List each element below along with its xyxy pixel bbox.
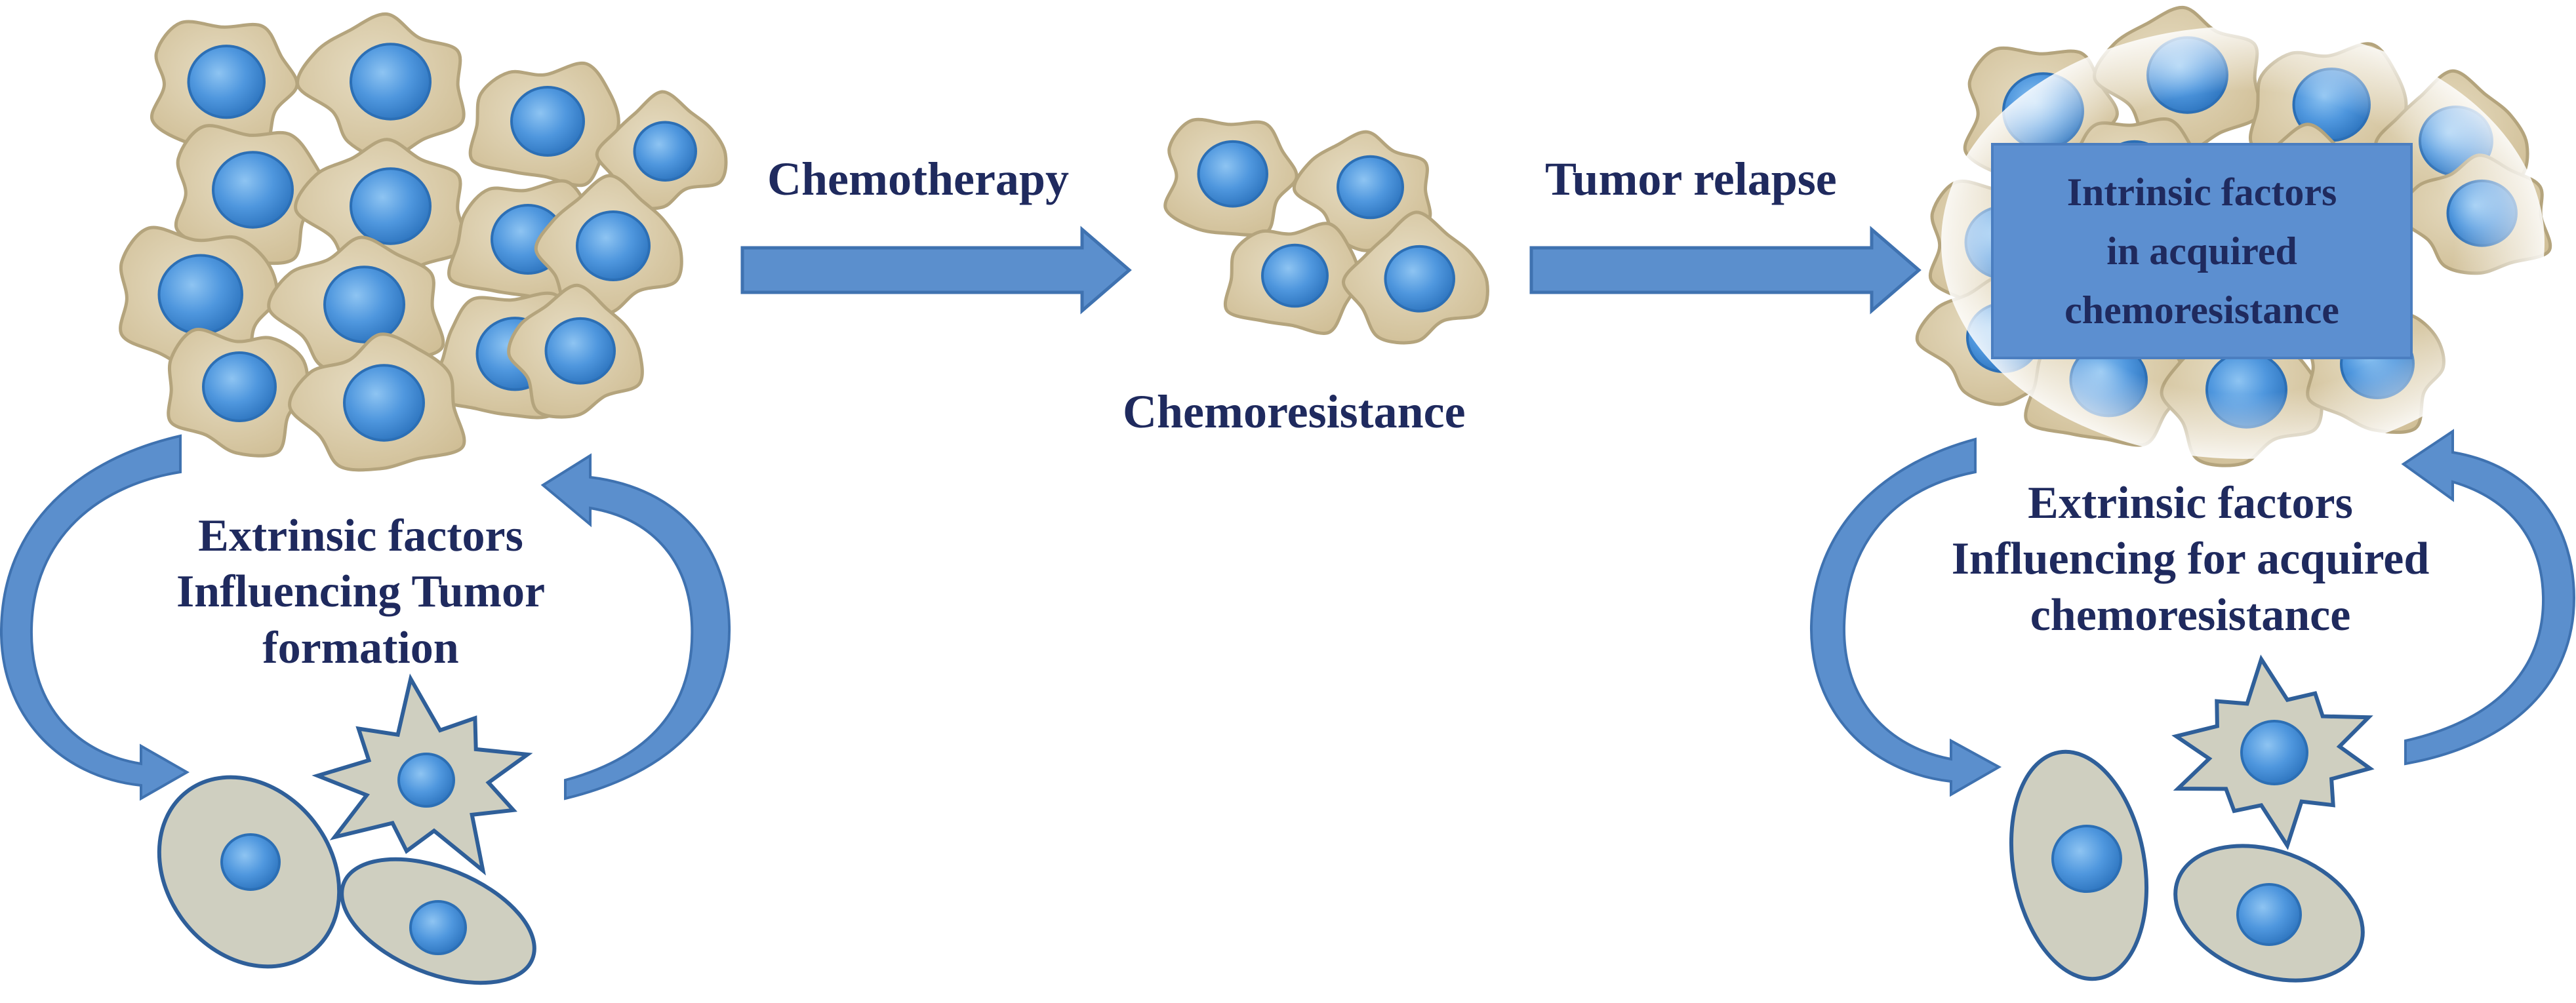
left-tumor-cluster [119, 12, 728, 472]
intrinsic-factors-box: Intrinsic factors in acquired chemoresis… [1994, 146, 2410, 357]
left-tumor-cell-14 [288, 332, 466, 472]
chemoresistant-cluster [1163, 117, 1489, 345]
left-tumor-cell-1 [150, 20, 299, 151]
left-fibroblast-cell-2 [340, 857, 536, 985]
resistant-cell-1 [1163, 117, 1298, 237]
tumor-relapse-arrow [1529, 226, 1922, 315]
right-cycle-arrow-left [1809, 437, 2002, 797]
left-tumor-cell-6 [294, 138, 469, 282]
right-cycle-arrow-right [2401, 429, 2576, 766]
right-extrinsic-factors-label: Extrinsic factors Influencing for acquir… [1951, 478, 2430, 640]
left-extrinsic-factors-label: Extrinsic factors Influencing Tumor form… [176, 511, 546, 673]
left-tumor-cell-13 [167, 327, 310, 458]
left-tumor-cell-2 [296, 12, 466, 161]
right-fibroblast-cell-1 [2009, 749, 2149, 981]
left-tumor-cell-3 [468, 61, 620, 187]
chemoresistance-label: Chemoresistance [1123, 385, 1466, 438]
left-tumor-cell-4 [595, 90, 728, 210]
left-cycle-arrow-right [540, 453, 731, 800]
left-cycle-arrow-left [0, 434, 190, 801]
left-fibroblast-cell-1 [157, 775, 342, 969]
tumor-relapse-label: Tumor relapse [1545, 153, 1837, 205]
resistant-cell-4 [1342, 210, 1489, 345]
left-tumor-cell-5 [174, 124, 328, 266]
resistant-cell-2 [1292, 130, 1432, 252]
right-immune-cell [2171, 654, 2375, 850]
right-fibroblast-cell-2 [2173, 844, 2365, 983]
left-tumor-cell-9 [119, 226, 279, 375]
resistant-cell-3 [1223, 222, 1361, 335]
left-tumor-cell-8 [534, 174, 683, 317]
left-tumor-cell-12 [507, 283, 644, 419]
chemotherapy-label: Chemotherapy [767, 153, 1069, 205]
chemotherapy-arrow [740, 226, 1132, 315]
left-immune-cell [312, 673, 533, 876]
